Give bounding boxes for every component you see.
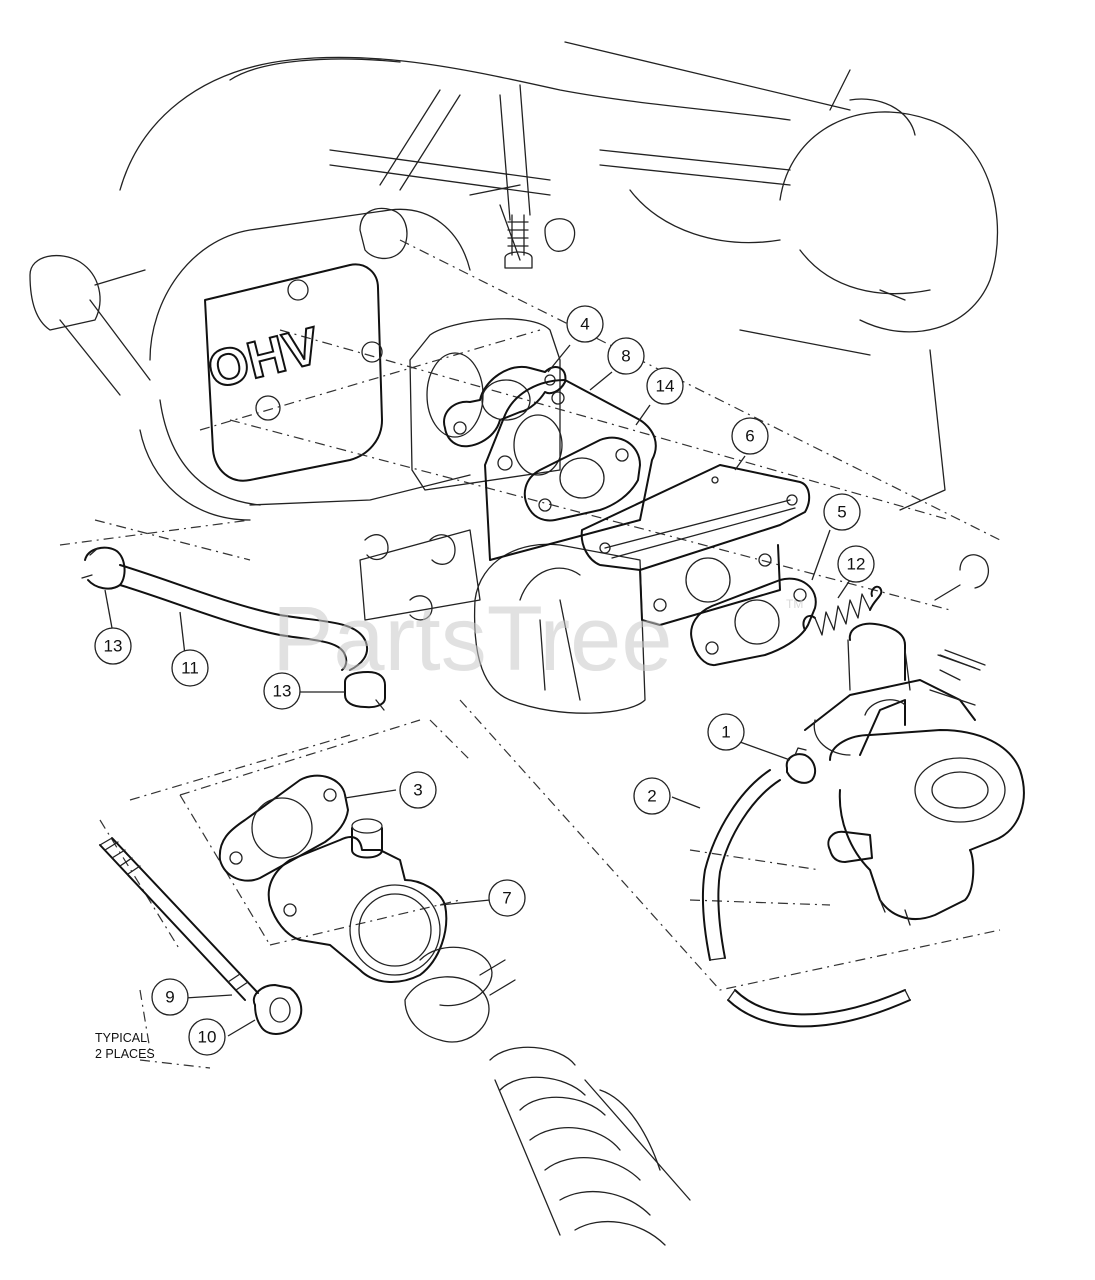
leader-lines bbox=[104, 344, 851, 1037]
stud-part-9 bbox=[99, 837, 259, 1001]
callout-9: 9 bbox=[151, 978, 189, 1016]
adapter-part-7 bbox=[267, 818, 448, 983]
gasket-part-3 bbox=[218, 774, 349, 882]
callout-10: 10 bbox=[188, 1018, 226, 1056]
svg-text:9: 9 bbox=[165, 988, 174, 1007]
gasket-part-4 bbox=[443, 365, 567, 448]
note-typical: TYPICAL bbox=[95, 1031, 147, 1045]
callout-13-top: 13 bbox=[94, 627, 132, 665]
callout-13-bottom: 13 bbox=[263, 672, 301, 710]
carburetor-assembly bbox=[804, 622, 1025, 926]
spacer-part-8 bbox=[484, 379, 657, 561]
clamp-part-13-top bbox=[81, 546, 126, 590]
svg-text:5: 5 bbox=[837, 503, 846, 522]
svg-text:10: 10 bbox=[198, 1028, 217, 1047]
note-places: 2 PLACES bbox=[95, 1047, 155, 1061]
engine-background-outline bbox=[29, 41, 999, 714]
callout-6: 6 bbox=[731, 417, 769, 455]
svg-text:8: 8 bbox=[621, 347, 630, 366]
intake-duct-phantom bbox=[404, 946, 691, 1246]
watermark-trademark: TM bbox=[786, 597, 803, 611]
callout-3: 3 bbox=[399, 771, 437, 809]
callout-4: 4 bbox=[566, 305, 604, 343]
hose-part-11 bbox=[119, 564, 369, 671]
svg-text:6: 6 bbox=[745, 427, 754, 446]
svg-text:12: 12 bbox=[847, 555, 866, 574]
gasket-part-14 bbox=[523, 436, 641, 522]
svg-text:13: 13 bbox=[273, 682, 292, 701]
explosion-centerlines bbox=[59, 239, 1001, 1069]
nut-part-10 bbox=[252, 984, 303, 1035]
svg-text:2: 2 bbox=[647, 787, 656, 806]
svg-text:13: 13 bbox=[104, 637, 123, 656]
svg-text:4: 4 bbox=[580, 315, 589, 334]
bracket-part-6 bbox=[580, 464, 811, 626]
watermark: PartsTree bbox=[272, 588, 672, 690]
fuel-line-part-2 bbox=[701, 769, 781, 961]
svg-text:7: 7 bbox=[502, 889, 511, 908]
callout-1: 1 bbox=[707, 713, 745, 751]
svg-text:11: 11 bbox=[181, 659, 199, 678]
callout-5: 5 bbox=[823, 493, 861, 531]
ohv-badge: OHV bbox=[202, 317, 326, 401]
callout-14: 14 bbox=[646, 367, 684, 405]
callout-7: 7 bbox=[488, 879, 526, 917]
svg-text:3: 3 bbox=[413, 781, 422, 800]
gasket-part-5 bbox=[690, 577, 817, 667]
svg-text:14: 14 bbox=[656, 377, 675, 396]
callout-8: 8 bbox=[607, 337, 645, 375]
fuel-line-segment bbox=[727, 989, 911, 1028]
spring-part-12 bbox=[802, 585, 883, 636]
svg-text:1: 1 bbox=[721, 723, 730, 742]
clamp-part-13-bottom bbox=[344, 671, 386, 711]
callout-11: 11 bbox=[171, 649, 209, 687]
callout-2: 2 bbox=[633, 777, 671, 815]
callout-12: 12 bbox=[837, 545, 875, 583]
clamp-part-1 bbox=[785, 747, 817, 784]
